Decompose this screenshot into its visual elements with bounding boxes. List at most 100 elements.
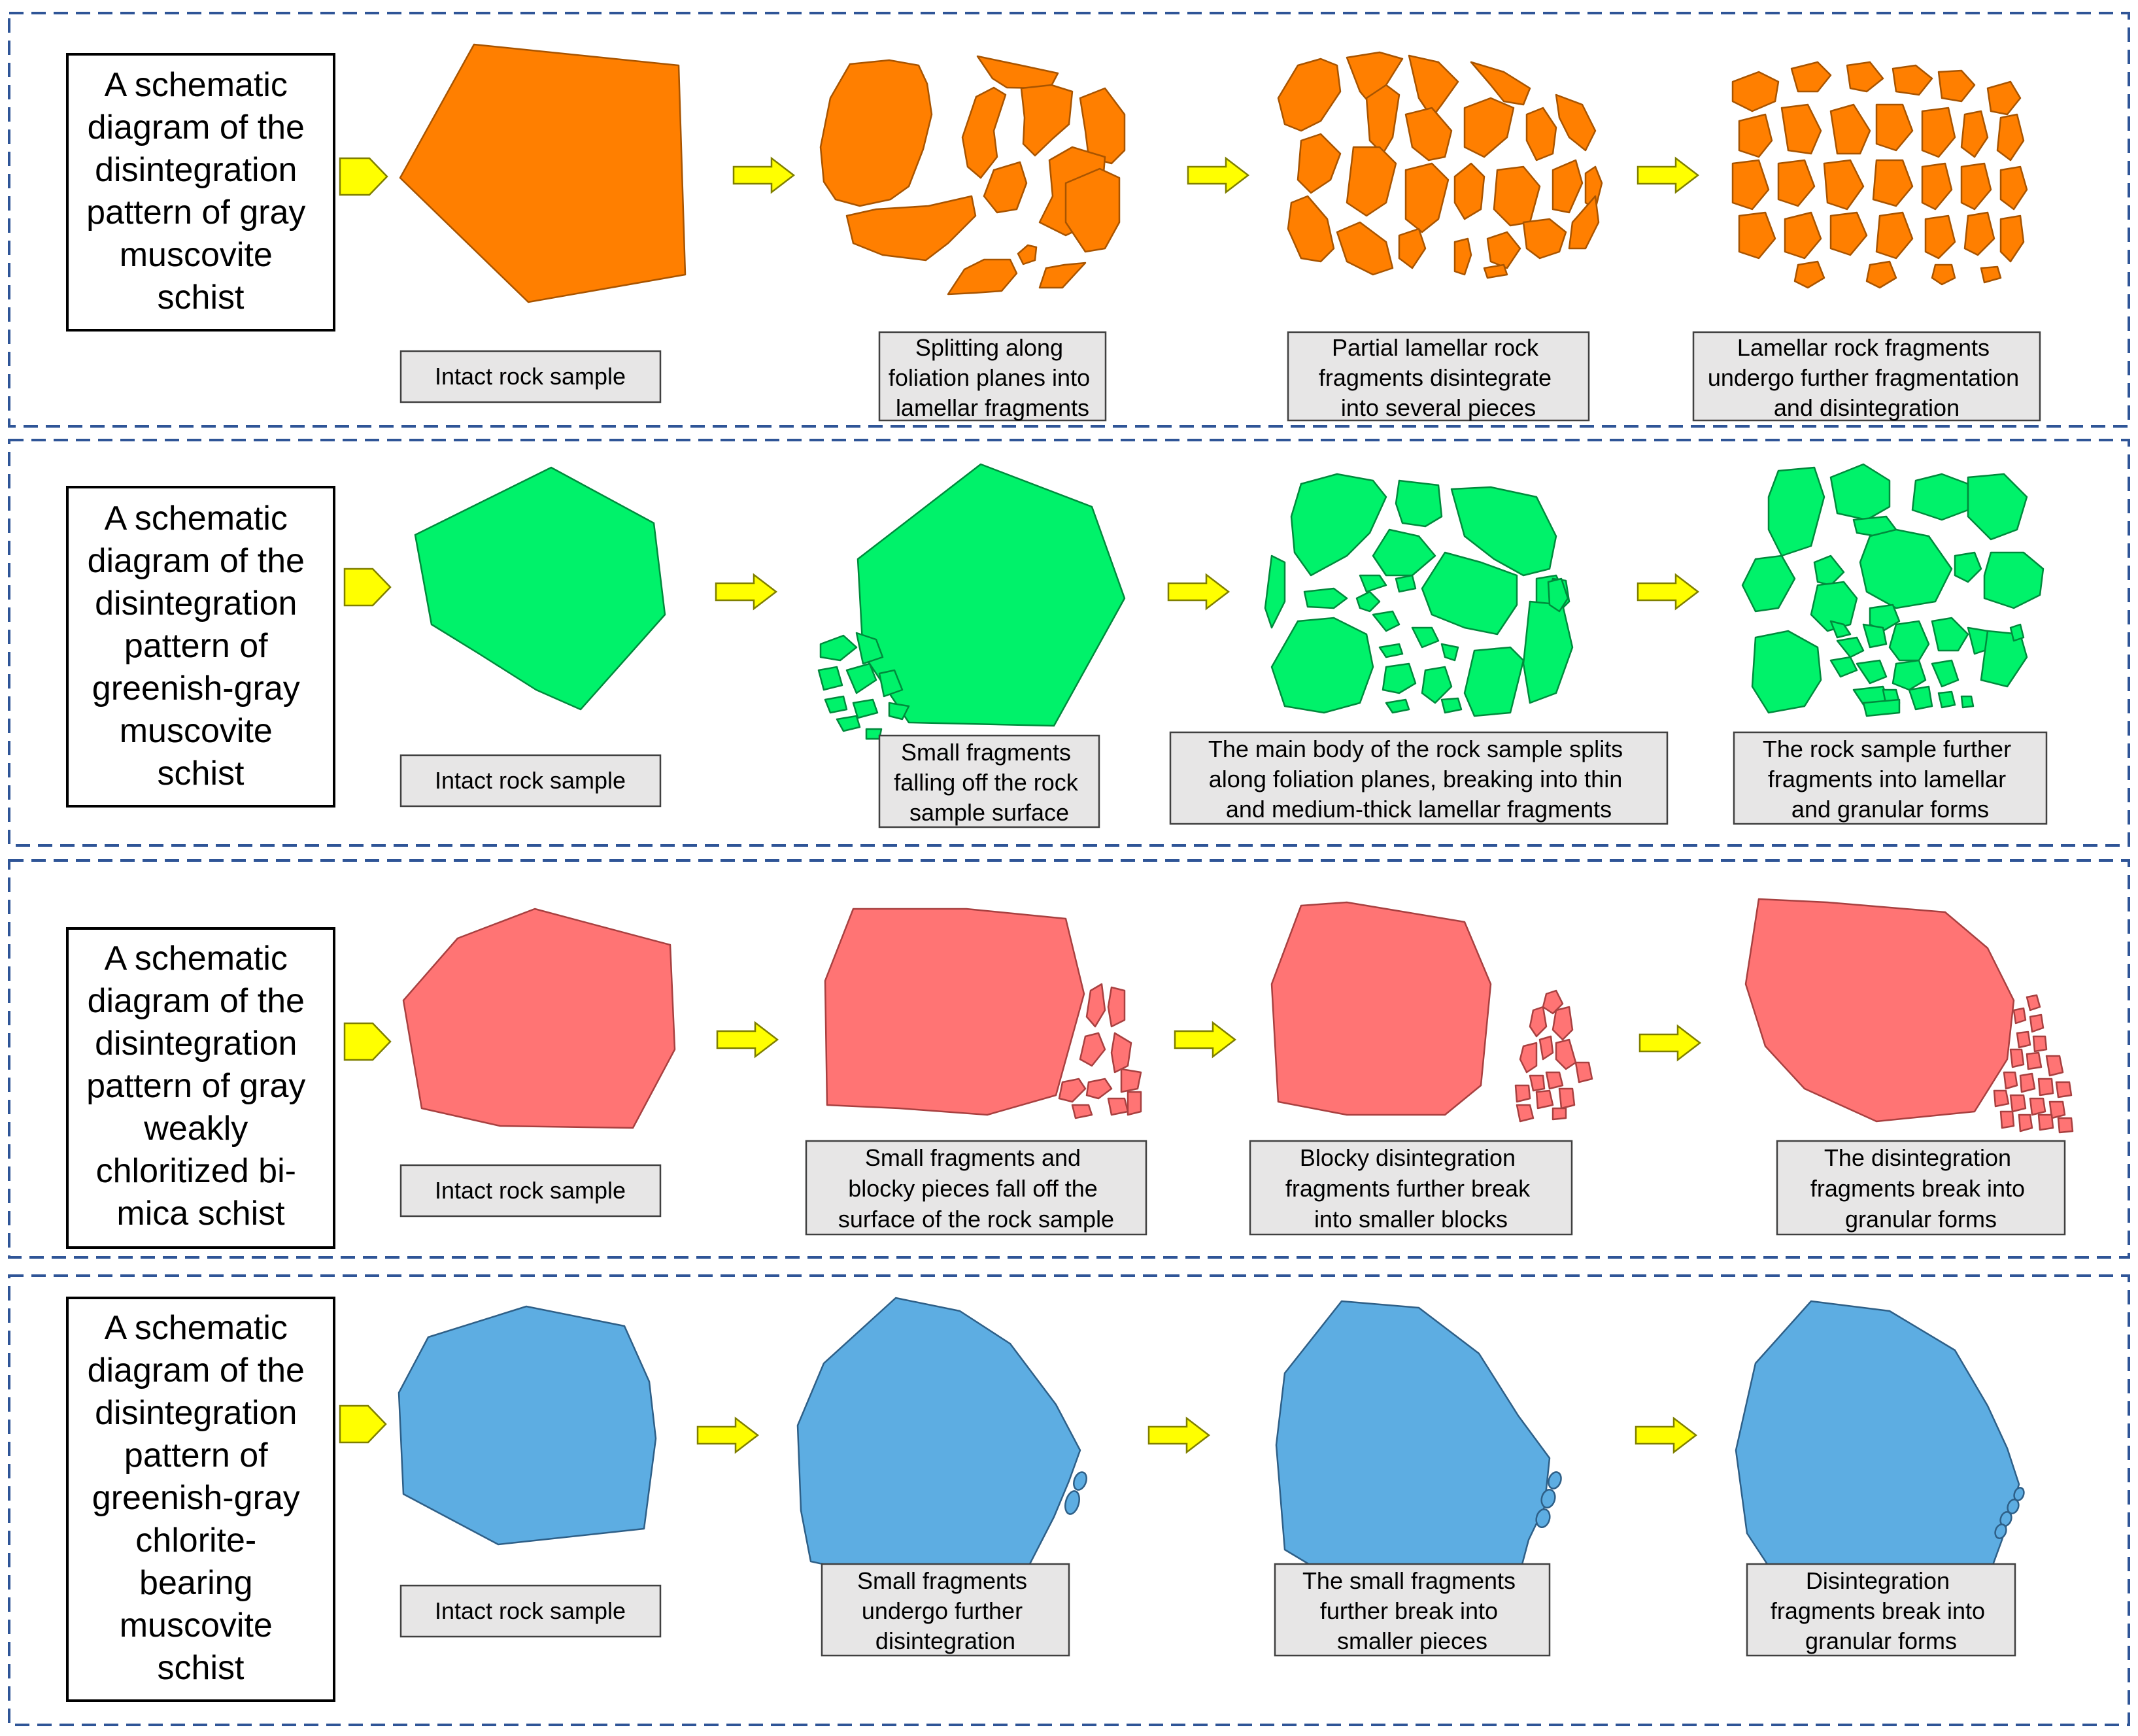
panel-1-arrow-2-icon bbox=[1187, 156, 1250, 194]
panel-2-caption-3: The main body of the rock sample splits … bbox=[1169, 731, 1669, 825]
rock-fragment bbox=[1107, 986, 1126, 1028]
rock-fragment bbox=[1542, 989, 1564, 1015]
panel-2-stage-1-rock bbox=[414, 466, 666, 711]
rock-fragment bbox=[1741, 554, 1796, 613]
rock-fragment bbox=[1731, 159, 1770, 211]
rock-fragment bbox=[1346, 146, 1397, 217]
rock-fragment bbox=[1810, 581, 1858, 632]
rock-fragment bbox=[1336, 221, 1394, 276]
rock-fragment bbox=[1552, 1006, 1574, 1041]
rock-fragment bbox=[2029, 1097, 2046, 1116]
panel-2-stage-3-rock bbox=[1264, 473, 1574, 717]
panel-1-caption-3: Partial lamellar rock fragments disinteg… bbox=[1287, 331, 1590, 422]
rock-fragment bbox=[402, 908, 676, 1129]
svg-text:Disintegration fragmen: Disintegration fragments break into gran… bbox=[1771, 1567, 1992, 1654]
rock-fragment bbox=[2012, 1007, 2027, 1025]
rock-fragment bbox=[1777, 159, 1816, 207]
rock-fragment bbox=[1548, 1471, 1562, 1489]
rock-fragment bbox=[1085, 983, 1106, 1028]
rock-fragment bbox=[947, 258, 1018, 296]
panel-2-title-box bbox=[66, 486, 335, 808]
svg-text:Intact rock sample: Intact rock sample bbox=[435, 1177, 626, 1204]
rock-fragment bbox=[836, 715, 861, 732]
panel-2-title: A schematic diagram of the disintegratio… bbox=[88, 500, 314, 792]
rock-fragment bbox=[2019, 1072, 2036, 1093]
rock-fragment bbox=[1993, 1089, 2010, 1108]
rock-fragment bbox=[1110, 1032, 1132, 1074]
rock-fragment bbox=[1079, 87, 1126, 165]
rock-fragment bbox=[1516, 1104, 1535, 1123]
rock-fragment bbox=[1529, 1074, 1546, 1092]
rock-fragment bbox=[1875, 211, 1914, 260]
rock-fragment bbox=[1064, 1490, 1080, 1515]
rock-fragment bbox=[1555, 1038, 1577, 1070]
rock-fragment bbox=[1963, 211, 1995, 256]
rock-fragment bbox=[1568, 195, 1600, 250]
rock-fragment bbox=[1450, 486, 1557, 577]
rock-fragment bbox=[857, 463, 1126, 727]
rock-fragment bbox=[1290, 473, 1387, 577]
rock-fragment bbox=[1921, 107, 1956, 158]
panel-3-stage-4-rock bbox=[1744, 898, 2074, 1134]
rock-fragment bbox=[1463, 97, 1515, 158]
rock-fragment bbox=[1470, 61, 1531, 106]
rock-fragment bbox=[824, 908, 1085, 1116]
panel-3-stage-2-rock bbox=[824, 908, 1142, 1119]
rock-fragment bbox=[1999, 214, 2025, 263]
panel-1-stage-1-rock bbox=[399, 43, 687, 303]
rock-fragment bbox=[1892, 659, 1927, 691]
rock-fragment bbox=[1085, 1078, 1113, 1100]
rock-fragment bbox=[1270, 901, 1492, 1116]
rock-fragment bbox=[1767, 466, 1825, 557]
rock-fragment bbox=[1107, 1097, 1129, 1116]
rock-fragment bbox=[1535, 1508, 1551, 1529]
rock-fragment bbox=[1552, 159, 1584, 214]
panel-3-arrow-1-icon bbox=[716, 1021, 779, 1059]
rock-fragment bbox=[1522, 218, 1567, 260]
rock-fragment bbox=[1967, 473, 2028, 541]
rock-fragment bbox=[1270, 617, 1374, 714]
svg-text:Lamellar rock fragments: Lamellar rock fragments undergo further … bbox=[1708, 334, 2026, 421]
rock-fragment bbox=[1365, 84, 1400, 155]
rock-fragment bbox=[2026, 994, 2041, 1012]
panel-4: A schematic diagram of the disintegratio… bbox=[8, 1274, 2130, 1726]
svg-text:Intact rock sample: Intact rock sample bbox=[435, 1597, 626, 1624]
svg-text:Partial lamellar rock: Partial lamellar rock fragments disinteg… bbox=[1319, 334, 1558, 421]
svg-text:The small fragments fu: The small fragments further break into s… bbox=[1302, 1567, 1522, 1654]
rock-fragment bbox=[1558, 1087, 1576, 1110]
rock-fragment bbox=[1395, 479, 1443, 528]
rock-fragment bbox=[1829, 620, 1852, 639]
panel-1-border bbox=[8, 12, 2130, 428]
rock-fragment bbox=[1865, 260, 1897, 289]
rock-fragment bbox=[796, 1297, 1081, 1597]
rock-fragment bbox=[1127, 1091, 1142, 1116]
rock-fragment bbox=[2009, 1048, 2025, 1068]
rock-fragment bbox=[414, 466, 666, 711]
rock-fragment bbox=[1463, 646, 1525, 717]
panel-2-stage-2-rock bbox=[817, 463, 1126, 740]
panel-3: A schematic diagram of the disintegratio… bbox=[8, 859, 2130, 1259]
panel-1-stage-3-rock bbox=[1277, 51, 1603, 279]
panel-4-title: A schematic diagram of the disintegratio… bbox=[88, 1309, 314, 1687]
panel-4-stage-4-rock bbox=[1735, 1300, 2025, 1603]
rock-fragment bbox=[2026, 1051, 2043, 1070]
panel-3-caption-4: The disintegration fragments break into … bbox=[1776, 1140, 2066, 1236]
rock-fragment bbox=[1931, 617, 1969, 652]
rock-fragment bbox=[1836, 636, 1865, 658]
rock-fragment bbox=[1264, 554, 1286, 629]
rock-fragment bbox=[1888, 620, 1930, 662]
svg-text:Intact rock sample: Intact rock sample bbox=[435, 767, 626, 794]
rock-fragment bbox=[2009, 623, 2025, 642]
panel-3-stage-1-rock bbox=[402, 908, 676, 1129]
panel-2-arrow-1-icon bbox=[715, 573, 778, 611]
rock-fragment bbox=[1869, 604, 1901, 632]
rock-fragment bbox=[1856, 659, 1888, 685]
rock-fragment bbox=[1780, 103, 1822, 155]
rock-fragment bbox=[1525, 107, 1557, 162]
rock-fragment bbox=[2055, 1081, 2073, 1098]
rock-fragment bbox=[1862, 698, 1901, 717]
panel-1-arrow-3-icon bbox=[1637, 156, 1700, 194]
rock-fragment bbox=[1862, 623, 1888, 649]
rock-fragment bbox=[2037, 1114, 2054, 1131]
rock-fragment bbox=[888, 702, 910, 721]
